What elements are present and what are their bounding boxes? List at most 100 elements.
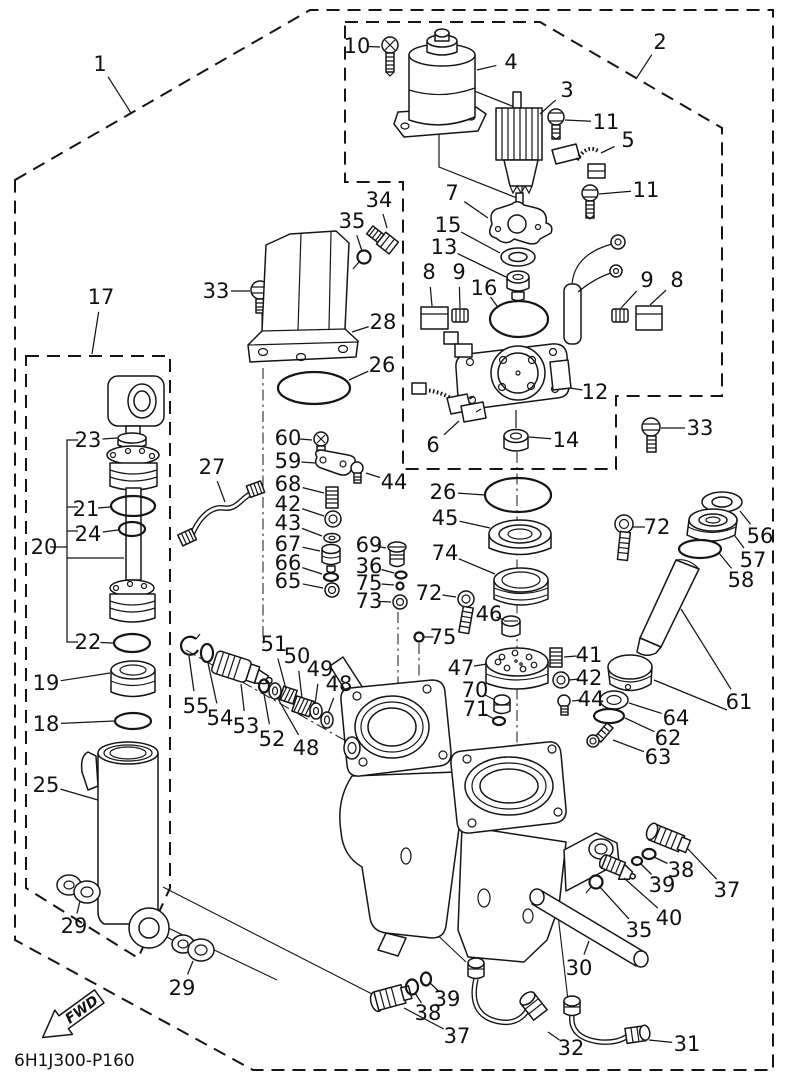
leader-line xyxy=(457,252,507,278)
part-label-3: 3 xyxy=(560,78,573,102)
leader-line xyxy=(216,480,226,503)
part-4-motor xyxy=(393,28,487,138)
part-32-pipe xyxy=(467,957,548,1026)
part-label-13: 13 xyxy=(431,235,458,259)
part-label-50: 50 xyxy=(284,644,311,668)
part-3-armature xyxy=(495,91,543,211)
part-label-28: 28 xyxy=(370,310,397,334)
leader-line xyxy=(648,1039,673,1044)
part-label-6: 6 xyxy=(426,433,439,457)
part-label-39: 39 xyxy=(649,873,676,897)
part-label-52: 52 xyxy=(259,727,286,751)
part-13-bushing xyxy=(506,270,530,302)
part-label-49: 49 xyxy=(307,657,334,681)
leader-line xyxy=(583,940,590,955)
part-54-o-ring xyxy=(199,642,215,664)
part-label-44: 44 xyxy=(578,687,605,711)
diagram-code: 6H1J300-P160 xyxy=(14,1051,135,1071)
leader-line xyxy=(539,99,557,115)
part-label-64: 64 xyxy=(663,706,690,730)
leader-line xyxy=(458,286,461,309)
leader-line xyxy=(718,552,733,569)
part-49-washer xyxy=(309,702,323,720)
part-label-34: 34 xyxy=(366,188,393,212)
part-10-screw xyxy=(381,36,399,77)
leader-line xyxy=(476,64,497,71)
part-35-washer-right xyxy=(585,874,604,894)
part-62-o-ring xyxy=(592,707,626,725)
part-65-nut xyxy=(324,582,340,598)
part-label-33: 33 xyxy=(687,416,714,440)
part-label-37: 37 xyxy=(714,878,741,902)
leader-line xyxy=(403,1007,445,1030)
part-label-56: 56 xyxy=(747,524,774,548)
part-45-seal-cup xyxy=(488,519,552,556)
part-label-60: 60 xyxy=(275,426,302,450)
part-37-valve-screw-right xyxy=(645,822,692,854)
part-label-51: 51 xyxy=(261,632,288,656)
part-68-spring xyxy=(325,486,339,509)
part-41-spring xyxy=(549,647,563,668)
part-label-72: 72 xyxy=(644,515,671,539)
leader-line xyxy=(301,461,316,464)
leader-line xyxy=(298,670,303,699)
leader-line xyxy=(60,720,115,724)
part-29-bushings-left xyxy=(56,874,101,904)
part-42-nut-b xyxy=(552,671,570,689)
part-8-brush-holder-right xyxy=(635,305,663,331)
part-53-valve-body xyxy=(211,650,273,685)
leader-line xyxy=(653,856,668,865)
part-label-31: 31 xyxy=(674,1032,701,1056)
leader-line xyxy=(547,1031,560,1041)
part-label-45: 45 xyxy=(432,506,459,530)
part-57-seal-stack xyxy=(686,508,738,542)
leader-line xyxy=(368,45,381,48)
part-71-o-ring xyxy=(491,715,507,727)
leader-bracket xyxy=(653,679,728,711)
part-48-washer-a xyxy=(268,682,282,700)
part-label-19: 19 xyxy=(33,671,60,695)
leader-line xyxy=(100,641,114,644)
part-40-valve xyxy=(598,854,636,881)
leader-line xyxy=(568,678,580,681)
leader-line xyxy=(302,583,324,589)
part-label-70: 70 xyxy=(462,678,489,702)
part-label-42: 42 xyxy=(576,666,603,690)
part-9-spring-right xyxy=(611,308,629,323)
leader-line xyxy=(277,658,287,690)
part-label-30: 30 xyxy=(566,956,593,980)
leader-line xyxy=(571,699,582,702)
leader-line xyxy=(564,119,592,122)
part-67-valve-seat xyxy=(321,543,341,574)
part-label-38: 38 xyxy=(668,858,695,882)
part-label-8: 8 xyxy=(422,260,435,284)
leader-line xyxy=(356,235,363,252)
part-label-32: 32 xyxy=(558,1036,585,1060)
part-59-plate xyxy=(314,449,356,476)
part-72-bolt-right xyxy=(614,514,634,562)
part-label-55: 55 xyxy=(183,694,210,718)
leader-line xyxy=(382,213,388,229)
part-label-4: 4 xyxy=(504,50,517,74)
part-label-7: 7 xyxy=(445,181,458,205)
part-label-46: 46 xyxy=(476,602,503,626)
fwd-arrow: FWD xyxy=(41,989,105,1039)
leader-line xyxy=(484,694,496,701)
leader-line xyxy=(598,885,630,920)
part-26-o-ring-left xyxy=(276,370,352,406)
leader-line xyxy=(612,739,645,753)
leader-line xyxy=(460,231,501,254)
leader-line xyxy=(302,508,325,517)
part-label-63: 63 xyxy=(645,745,672,769)
part-label-23: 23 xyxy=(75,428,102,452)
leader-line xyxy=(188,655,195,692)
part-37-valve-screw-bottom xyxy=(369,983,413,1013)
part-26-o-ring-right xyxy=(483,476,553,514)
leader-line xyxy=(263,693,270,725)
part-66-o-ring xyxy=(322,571,340,583)
leader-line xyxy=(327,697,335,714)
part-39-o-ring-bottom xyxy=(419,971,433,987)
leader-line xyxy=(457,492,486,496)
